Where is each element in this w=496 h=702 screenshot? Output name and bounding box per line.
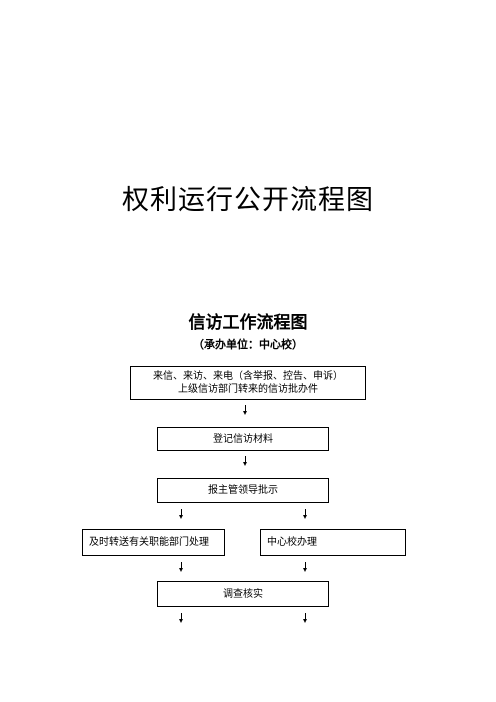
box-center-school-handling: 中心校办理 xyxy=(260,529,406,556)
investigate-verify-label: 调查核实 xyxy=(223,588,263,600)
forward-departments-label: 及时转送有关职能部门处理 xyxy=(89,537,209,548)
petition-sources-line1: 来信、来访、来电（含举报、控告、申诉） xyxy=(153,371,343,382)
page-title: 权利运行公开流程图 xyxy=(122,185,374,216)
center-school-handling-label: 中心校办理 xyxy=(267,537,317,548)
petition-sources-line2: 上级信访部门转来的信访批办件 xyxy=(178,384,318,395)
responsible-unit-note: （承办单位：中心校） xyxy=(193,338,303,351)
box-leader-approval: 报主管领导批示 xyxy=(157,478,329,503)
box-petition-sources: 来信、来访、来电（含举报、控告、申诉） 上级信访部门转来的信访批办件 xyxy=(130,366,366,400)
box-investigate-verify: 调查核实 xyxy=(157,581,329,607)
box-register-materials: 登记信访材料 xyxy=(157,427,329,451)
flowchart-title: 信访工作流程图 xyxy=(188,313,308,333)
register-materials-label: 登记信访材料 xyxy=(213,433,273,445)
box-forward-departments: 及时转送有关职能部门处理 xyxy=(82,529,225,556)
leader-approval-label: 报主管领导批示 xyxy=(208,485,278,496)
